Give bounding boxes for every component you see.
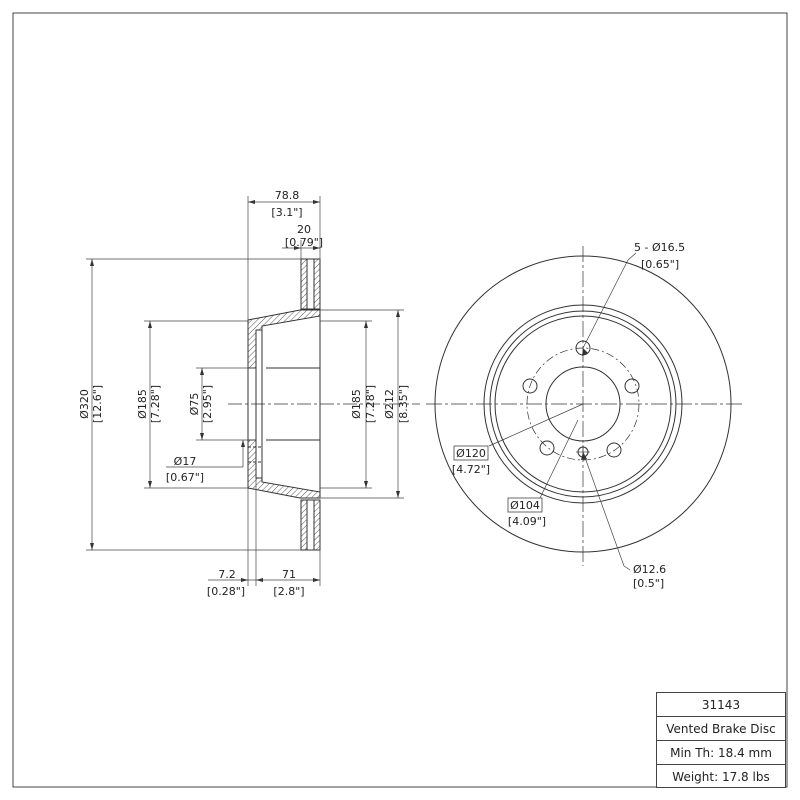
lower-ring-inner-wall bbox=[300, 499, 308, 551]
hat-diameter-right-metric: Ø185 bbox=[350, 389, 363, 419]
hat-height-metric: 71 bbox=[282, 568, 296, 581]
bolt-hole-4 bbox=[539, 440, 555, 456]
flange-thickness-metric: 7.2 bbox=[218, 568, 236, 581]
hat-diameter-left-imperial: [7.28"] bbox=[149, 385, 162, 423]
bolt-holes-metric: 5 - Ø16.5 bbox=[634, 241, 685, 254]
bolt-circle-a-imperial: [4.72"] bbox=[452, 463, 490, 476]
hat-diameter-left-metric: Ø185 bbox=[136, 389, 149, 419]
bolt-hole-3 bbox=[606, 442, 622, 458]
part-number: 31143 bbox=[657, 693, 785, 717]
overall-width-imperial: [3.1"] bbox=[271, 206, 302, 219]
hat-outer-edge bbox=[489, 310, 677, 498]
small-hole-metric: Ø12.6 bbox=[633, 563, 666, 576]
section-arrowheads bbox=[90, 200, 400, 582]
bolt-circle-a-metric: Ø120 bbox=[456, 447, 486, 460]
sheet-border bbox=[12, 12, 788, 788]
bolt-holes-imperial: [0.65"] bbox=[641, 258, 679, 271]
bolt-hole-2 bbox=[624, 378, 640, 394]
upper-ring-inner-wall bbox=[300, 258, 308, 310]
inner-friction-diameter-imperial: [8.35"] bbox=[397, 385, 410, 423]
section-dimensions bbox=[86, 196, 404, 586]
outer-diameter-metric: Ø320 bbox=[78, 389, 91, 419]
hat-diameter-right-imperial: [7.28"] bbox=[364, 385, 377, 423]
hat-wall-upper bbox=[247, 309, 321, 369]
hole-diameter-imperial: [0.67"] bbox=[166, 471, 204, 484]
friction-inner-edge bbox=[483, 304, 683, 504]
center-bore-circle bbox=[545, 366, 621, 442]
friction-width-imperial: [0.79"] bbox=[285, 236, 323, 249]
center-bore-imperial: [2.95"] bbox=[201, 385, 214, 423]
inner-friction-diameter-metric: Ø212 bbox=[383, 389, 396, 419]
overall-width-metric: 78.8 bbox=[275, 189, 300, 202]
bolt-circle-b-box bbox=[507, 497, 543, 513]
friction-width-metric: 20 bbox=[297, 223, 311, 236]
hat-face bbox=[494, 315, 672, 493]
outer-diameter-imperial: [12.6"] bbox=[91, 385, 104, 423]
small-hole-imperial: [0.5"] bbox=[633, 577, 664, 590]
outer-rim bbox=[434, 255, 732, 553]
front-leaders bbox=[488, 252, 637, 571]
bolt-circle-b-imperial: [4.09"] bbox=[508, 515, 546, 528]
bolt-circle-a-box bbox=[453, 445, 489, 461]
lower-ring-outer-wall bbox=[313, 499, 321, 551]
front-view bbox=[426, 246, 742, 566]
title-block: 31143 Vented Brake Disc Min Th: 18.4 mm … bbox=[656, 692, 786, 788]
weight: Weight: 17.8 lbs bbox=[672, 770, 770, 784]
hat-height-imperial: [2.8"] bbox=[273, 585, 304, 598]
upper-ring-outer-wall bbox=[313, 258, 321, 310]
bolt-circle-b-metric: Ø104 bbox=[510, 499, 540, 512]
dimension-labels: 78.8 [3.1"] 20 [0.79"] Ø320 [12.6"] Ø185… bbox=[78, 189, 685, 598]
hole-diameter-metric: Ø17 bbox=[174, 455, 197, 468]
hat-wall-lower bbox=[247, 439, 321, 499]
flange-thickness-imperial: [0.28"] bbox=[207, 585, 245, 598]
center-bore-metric: Ø75 bbox=[188, 393, 201, 416]
part-description: Vented Brake Disc bbox=[657, 717, 785, 741]
min-thickness: Min Th: 18.4 mm bbox=[657, 741, 785, 765]
front-arrowheads bbox=[581, 348, 588, 460]
bolt-hole-5 bbox=[522, 378, 538, 394]
